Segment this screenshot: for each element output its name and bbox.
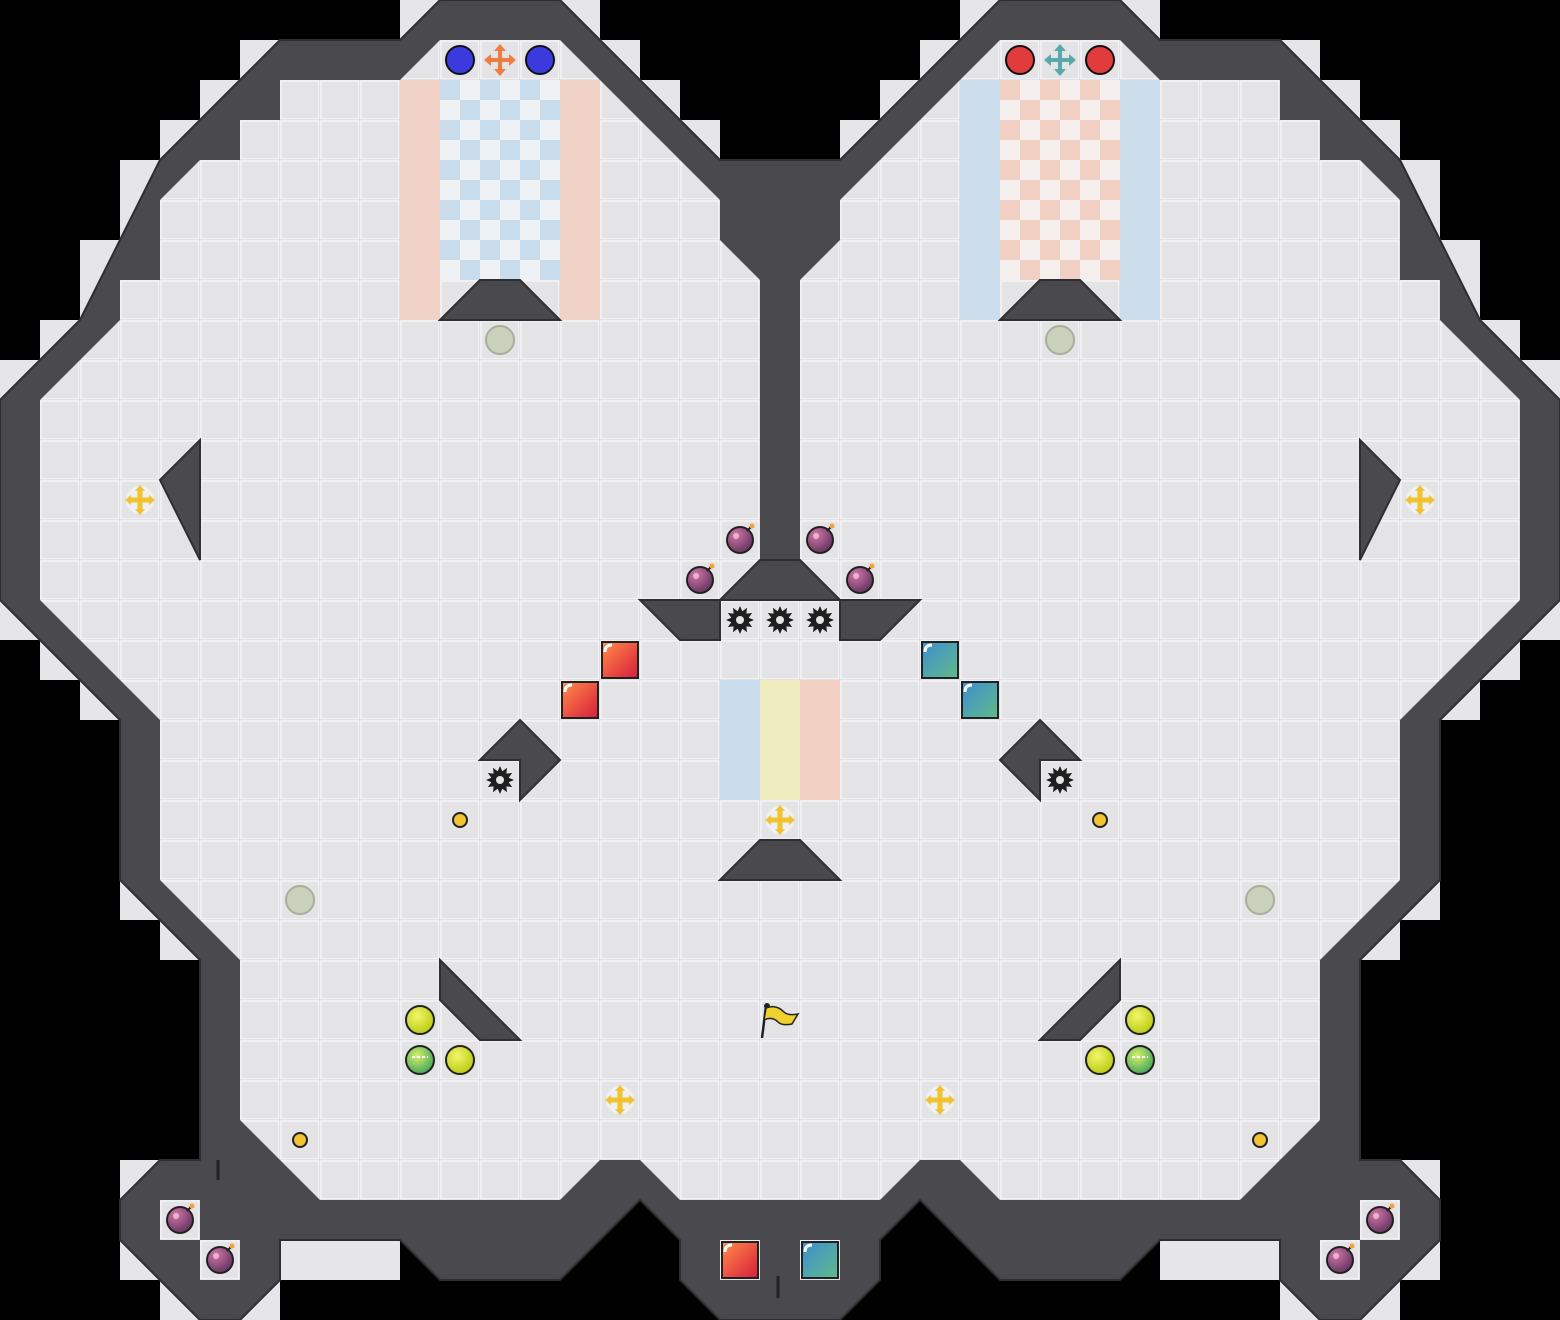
bomb-icon bbox=[806, 523, 835, 554]
blue-ball bbox=[525, 45, 555, 75]
portal-icon bbox=[1045, 325, 1075, 355]
red-gate bbox=[601, 641, 639, 679]
portal-icon bbox=[285, 885, 315, 915]
team-boost-icon bbox=[405, 1045, 435, 1075]
bomb-icon bbox=[1326, 1243, 1355, 1274]
bomb-icon bbox=[206, 1243, 235, 1274]
blue-gate bbox=[801, 1241, 839, 1279]
red-base-zone bbox=[960, 80, 1160, 320]
blue-gate bbox=[961, 681, 999, 719]
bomb-icon bbox=[686, 563, 715, 594]
blue-base-zone bbox=[400, 80, 600, 320]
spike-icon bbox=[486, 766, 514, 794]
inner-walls bbox=[158, 279, 1402, 1041]
powerup-icon bbox=[925, 1085, 955, 1115]
move-arrows-icon bbox=[1044, 44, 1076, 76]
spike-icon bbox=[1046, 766, 1074, 794]
powerup-icon bbox=[125, 485, 155, 515]
red-ball bbox=[1085, 45, 1115, 75]
blue-spawn bbox=[445, 44, 555, 76]
center-zone bbox=[720, 680, 840, 800]
move-arrows-icon bbox=[484, 44, 516, 76]
bomb-icon bbox=[166, 1203, 195, 1234]
red-gate bbox=[561, 681, 599, 719]
spike-icon bbox=[726, 606, 754, 634]
boost-icon bbox=[1085, 1045, 1115, 1075]
blue-gate bbox=[921, 641, 959, 679]
spike-icon bbox=[766, 606, 794, 634]
portal-icon bbox=[485, 325, 515, 355]
red-ball bbox=[1005, 45, 1035, 75]
powerup-icon bbox=[1405, 485, 1435, 515]
portal-icon bbox=[1245, 885, 1275, 915]
powerup-icon bbox=[605, 1085, 635, 1115]
powerup-icon bbox=[765, 805, 795, 835]
boost-icon bbox=[405, 1005, 435, 1035]
red-gate bbox=[721, 1241, 759, 1279]
token-icon bbox=[1092, 812, 1108, 828]
blue-ball bbox=[445, 45, 475, 75]
bomb-icon bbox=[726, 523, 755, 554]
boost-icon bbox=[1125, 1005, 1155, 1035]
flag-icon bbox=[760, 1003, 800, 1039]
team-boost-icon bbox=[1125, 1045, 1155, 1075]
bomb-icon bbox=[846, 563, 875, 594]
map-items bbox=[125, 325, 1435, 1298]
red-spawn bbox=[1005, 44, 1115, 76]
spike-icon bbox=[806, 606, 834, 634]
bomb-icon bbox=[1366, 1203, 1395, 1234]
token-icon bbox=[292, 1132, 308, 1148]
token-icon bbox=[1252, 1132, 1268, 1148]
boost-icon bbox=[445, 1045, 475, 1075]
token-icon bbox=[452, 812, 468, 828]
